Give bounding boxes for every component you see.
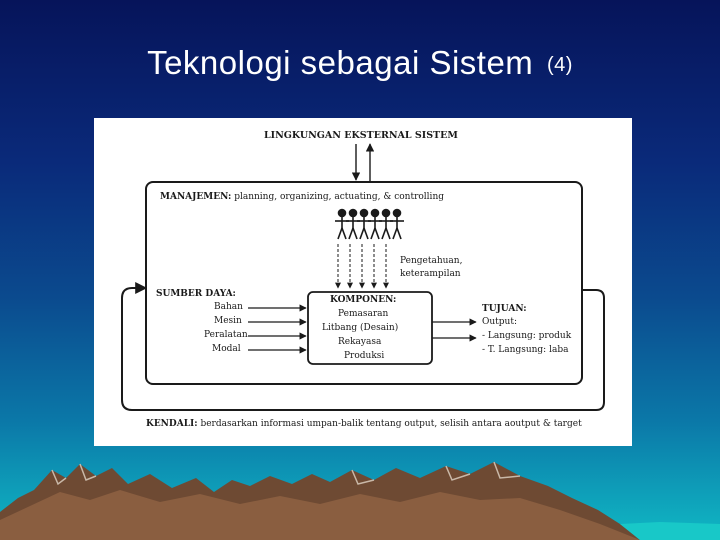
component-item: Produksi bbox=[344, 352, 384, 361]
component-item: Rekayasa bbox=[338, 338, 381, 347]
slide-title: Teknologi sebagai Sistem (4) bbox=[0, 44, 720, 82]
slide-title-text: Teknologi sebagai Sistem bbox=[147, 44, 533, 81]
people-icon bbox=[335, 210, 404, 240]
goal-item: - T. Langsung: laba bbox=[482, 346, 568, 355]
control-line: KENDALI: berdasarkan informasi umpan-bal… bbox=[146, 420, 582, 429]
goals-heading: TUJUAN: bbox=[482, 305, 527, 314]
diagram-lines bbox=[94, 118, 632, 446]
goal-item: Output: bbox=[482, 318, 517, 327]
component-item: Pemasaran bbox=[338, 310, 388, 319]
resource-item: Peralatan bbox=[204, 331, 248, 340]
goal-item: - Langsung: produk bbox=[482, 332, 571, 341]
management-functions: planning, organizing, actuating, & contr… bbox=[234, 192, 444, 202]
resource-item: Modal bbox=[212, 345, 241, 354]
components-heading: KOMPONEN: bbox=[330, 296, 396, 305]
mountains-illustration bbox=[0, 440, 720, 540]
resources-heading: SUMBER DAYA: bbox=[156, 290, 236, 299]
resource-item: Bahan bbox=[214, 303, 243, 312]
resource-item: Mesin bbox=[214, 317, 242, 326]
system-diagram: LINGKUNGAN EKSTERNAL SISTEM MANAJEMEN: p… bbox=[94, 118, 632, 446]
management-heading: MANAJEMEN: bbox=[160, 192, 231, 202]
knowledge-note-1: Pengetahuan, bbox=[400, 257, 462, 266]
component-item: Litbang (Desain) bbox=[322, 324, 398, 333]
management-line: MANAJEMEN: planning, organizing, actuati… bbox=[160, 193, 444, 202]
control-text: berdasarkan informasi umpan-balik tentan… bbox=[200, 419, 581, 429]
slide-title-number: (4) bbox=[547, 54, 573, 76]
knowledge-note-2: keterampilan bbox=[400, 270, 461, 279]
control-heading: KENDALI: bbox=[146, 419, 198, 429]
environment-label: LINGKUNGAN EKSTERNAL SISTEM bbox=[264, 131, 458, 141]
